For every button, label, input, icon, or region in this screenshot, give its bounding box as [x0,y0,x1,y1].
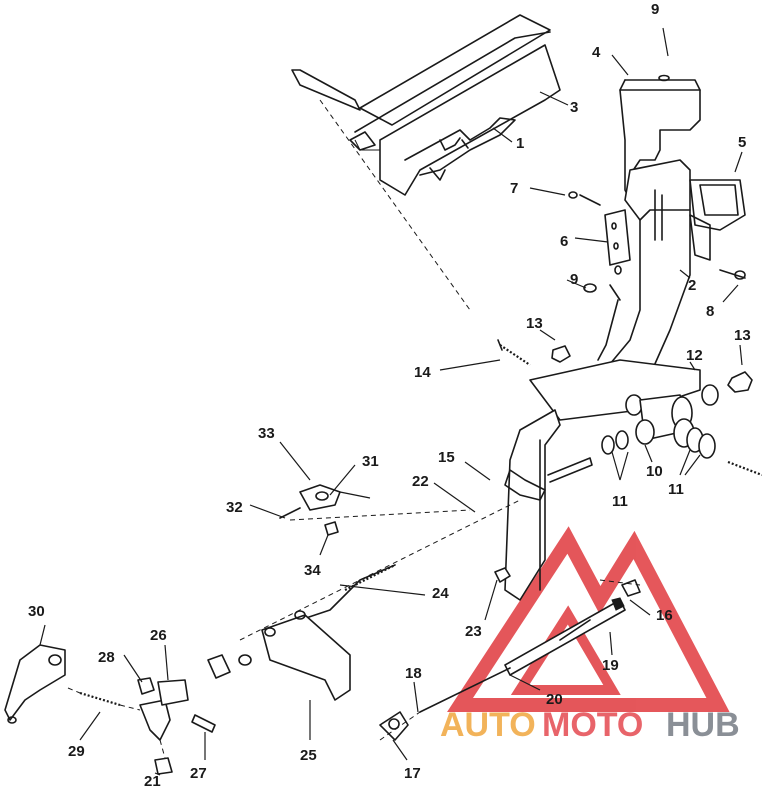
callout-17: 17 [404,765,421,782]
callout-19: 19 [602,657,619,674]
callout-14: 14 [414,364,431,381]
callout-20: 20 [546,691,563,708]
callout-1: 1 [516,135,524,152]
callout-13-right: 13 [734,327,751,344]
callout-9-mid: 9 [570,271,578,288]
callout-8: 8 [706,303,714,320]
brake-rod [207,499,641,741]
callout-33: 33 [258,425,275,442]
callout-3: 3 [570,99,578,116]
bracket-assembly [4,484,341,775]
callout-6: 6 [560,233,568,250]
callout-26: 26 [150,627,167,644]
callout-12: 12 [686,347,703,364]
leader-lines [39,27,743,776]
callout-15: 15 [438,449,455,466]
callout-32: 32 [226,499,243,516]
callout-31: 31 [362,453,379,470]
watermark-text: AUTO MOTO HUB [440,706,740,744]
callout-34: 34 [304,562,321,579]
callout-4: 4 [592,44,601,61]
callout-2: 2 [688,277,696,294]
callout-labels: 1 2 3 4 5 6 7 8 9 9 10 11 11 12 13 13 14… [28,1,751,786]
callout-9-top: 9 [651,1,659,18]
callout-11-right: 11 [668,481,684,498]
callout-16: 16 [656,607,673,624]
callout-28: 28 [98,649,115,666]
callout-5: 5 [738,134,746,151]
callout-13-left: 13 [526,315,543,332]
callout-27: 27 [190,765,207,782]
pedal-arm [568,74,746,396]
callout-24: 24 [432,585,449,602]
watermark-moto: MOTO [542,706,643,744]
callout-7: 7 [510,180,518,197]
callout-30: 30 [28,603,45,620]
callout-18: 18 [405,665,422,682]
callout-10: 10 [646,463,663,480]
callout-29: 29 [68,743,85,760]
mounting-frame [291,14,561,311]
watermark-triangle-outer [447,526,730,712]
watermark-auto: AUTO [440,706,536,744]
callout-11-left: 11 [612,493,628,510]
callout-22: 22 [412,473,429,490]
callout-21: 21 [144,773,161,786]
watermark-hub: HUB [666,706,740,744]
callout-25: 25 [300,747,317,764]
pivot-shaft [494,339,762,601]
callout-23: 23 [465,623,482,640]
